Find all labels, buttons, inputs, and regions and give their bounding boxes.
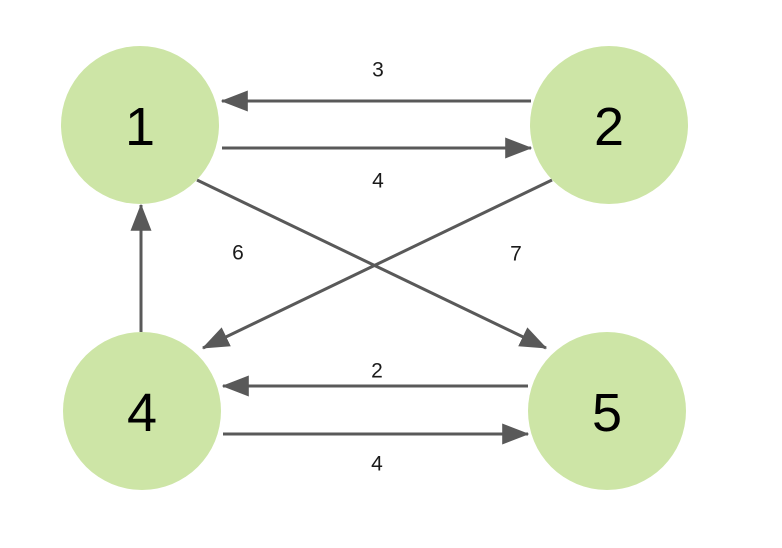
edge-weight-label-2-1: 3: [372, 59, 384, 82]
edge-weight-label-4-5: 4: [371, 453, 383, 476]
node-label-5: 5: [592, 383, 622, 443]
edge-2-to-4[interactable]: [201, 178, 553, 350]
node-label-2: 2: [594, 97, 624, 157]
edge-labels-layer: 3 4 7 6 2 4: [232, 59, 522, 476]
graph-node-1[interactable]: 1: [61, 46, 219, 204]
edges-layer: [130, 90, 553, 445]
graph-node-5[interactable]: 5: [528, 332, 686, 490]
edge-weight-label-1-5: 7: [510, 243, 522, 266]
nodes-layer: 1 2 4 5: [61, 46, 688, 490]
node-circle-5[interactable]: [528, 332, 686, 490]
graph-node-4[interactable]: 4: [63, 332, 221, 490]
edge-weight-label-2-4: 6: [232, 242, 244, 265]
node-circle-4[interactable]: [63, 332, 221, 490]
node-label-4: 4: [127, 383, 157, 443]
node-label-1: 1: [125, 97, 155, 157]
edge-1-to-5[interactable]: [196, 178, 548, 350]
node-circle-1[interactable]: [61, 46, 219, 204]
node-circle-2[interactable]: [530, 46, 688, 204]
edge-weight-label-5-4: 2: [371, 360, 383, 383]
edge-weight-label-1-2: 4: [372, 170, 384, 193]
graph-node-2[interactable]: 2: [530, 46, 688, 204]
